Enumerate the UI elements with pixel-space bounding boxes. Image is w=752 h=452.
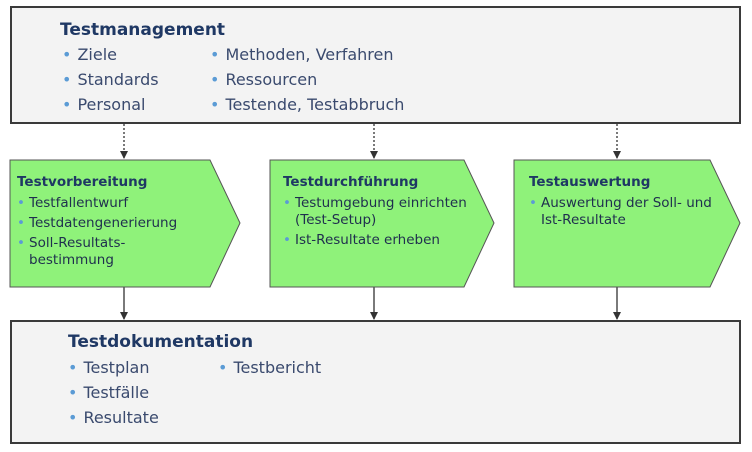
management-title: Testmanagement (60, 20, 226, 40)
documentation-list-left: • Testplan • Testfälle • Resultate (68, 357, 159, 432)
list-item: • Testende, Testabbruch (210, 94, 404, 119)
documentation-item: Resultate (83, 408, 159, 427)
list-item: • Methoden, Verfahren (210, 44, 404, 69)
management-list-right: • Methoden, Verfahren • Ressourcen • Testen… (210, 44, 404, 119)
documentation-title: Testdokumentation (68, 332, 254, 352)
phase-item: Testfallentwurf (29, 195, 129, 211)
bullet-icon: • (283, 232, 291, 248)
management-box: Testmanagement • Ziele • Standards • Person… (10, 6, 741, 124)
list-item: • Ziele (62, 44, 159, 69)
bullet-icon: • (529, 195, 537, 211)
management-item: Testende, Testabbruch (225, 95, 405, 114)
phase-item: Ist-Resultate erheben (295, 232, 440, 248)
list-item: • Personal (62, 94, 159, 119)
bullet-icon: • (62, 45, 72, 64)
phase-title-durchfuehrung: Testdurchführung (283, 174, 419, 190)
list-item: • Ressourcen (210, 69, 404, 94)
bullet-icon: • (68, 358, 78, 377)
management-item: Methoden, Verfahren (225, 45, 394, 64)
documentation-box: Testdokumentation • Testplan • Testfälle •… (10, 320, 741, 444)
phase-shape-durchfuehrung (269, 159, 495, 288)
bullet-icon: • (62, 70, 72, 89)
bullet-icon: • (210, 95, 220, 114)
management-item: Ressourcen (225, 70, 318, 89)
phase-shape-vorbereitung (9, 159, 241, 288)
phase-item: Soll-Resultats-bestimmung (29, 235, 126, 268)
list-item: •Ist-Resultate erheben (283, 232, 478, 249)
documentation-list-right: • Testbericht (218, 357, 321, 382)
bullet-icon: • (283, 195, 291, 211)
list-item: • Testfälle (68, 382, 159, 407)
bullet-icon: • (17, 215, 25, 231)
management-item: Personal (77, 95, 146, 114)
list-item: •Soll-Resultats-bestimmung (17, 235, 159, 269)
bullet-icon: • (68, 408, 78, 427)
management-item: Standards (77, 70, 159, 89)
list-item: • Testplan (68, 357, 159, 382)
list-item: •Testdatengenerierung (17, 215, 217, 232)
phase-list-durchfuehrung: •Testumgebung einrichten (Test-Setup) •I… (283, 195, 478, 252)
phase-title-auswertung: Testauswertung (529, 174, 651, 190)
documentation-item: Testfälle (83, 383, 150, 402)
management-item: Ziele (77, 45, 117, 64)
bullet-icon: • (68, 383, 78, 402)
list-item: •Testfallentwurf (17, 195, 217, 212)
bullet-icon: • (17, 195, 25, 211)
phase-list-vorbereitung: •Testfallentwurf •Testdatengenerierung •… (17, 195, 217, 272)
phase-title-vorbereitung: Testvorbereitung (17, 174, 148, 190)
phase-shape-auswertung (513, 159, 741, 288)
documentation-item: Testplan (83, 358, 150, 377)
phase-item: Testdatengenerierung (29, 215, 178, 231)
list-item: •Auswertung der Soll- und Ist-Resultate (529, 195, 715, 229)
phase-list-auswertung: •Auswertung der Soll- und Ist-Resultate (529, 195, 715, 232)
bullet-icon: • (62, 95, 72, 114)
bullet-icon: • (210, 70, 220, 89)
bullet-icon: • (210, 45, 220, 64)
list-item: • Resultate (68, 407, 159, 432)
documentation-item: Testbericht (233, 358, 322, 377)
list-item: • Testbericht (218, 357, 321, 382)
bullet-icon: • (17, 235, 25, 251)
phase-item: Testumgebung einrichten (Test-Setup) (295, 195, 467, 228)
bullet-icon: • (218, 358, 228, 377)
management-list-left: • Ziele • Standards • Personal (62, 44, 159, 119)
list-item: •Testumgebung einrichten (Test-Setup) (283, 195, 478, 229)
phase-item: Auswertung der Soll- und Ist-Resultate (541, 195, 712, 228)
list-item: • Standards (62, 69, 159, 94)
